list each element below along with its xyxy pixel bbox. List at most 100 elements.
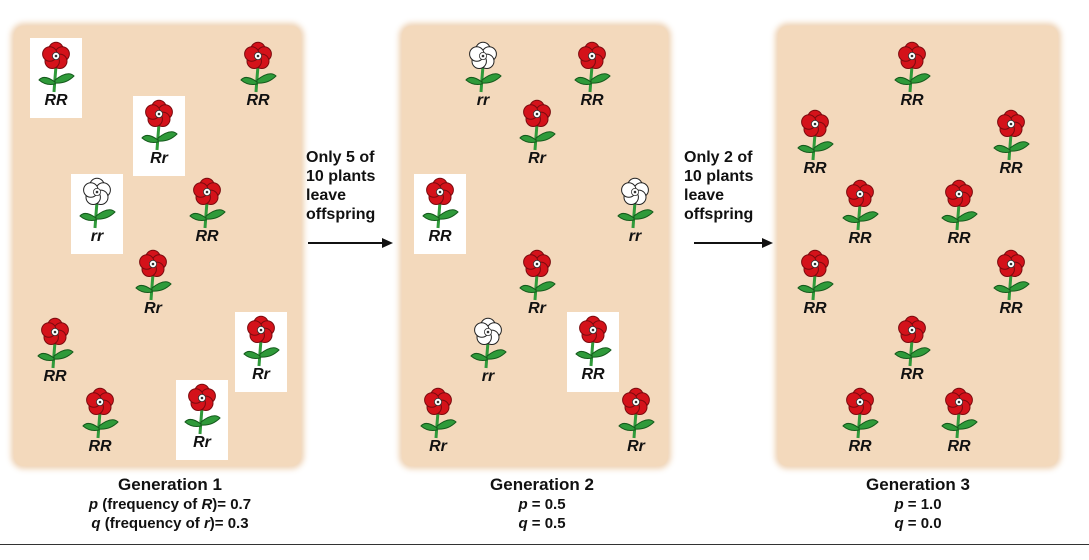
bottom-rule (0, 544, 1089, 545)
plant: Rr (133, 96, 185, 176)
genotype-label: RR (900, 366, 924, 383)
arrow-head-icon (762, 238, 773, 248)
plant: RR (834, 176, 886, 256)
generation-2-caption: Generation 2 p = 0.5 q = 0.5 (432, 474, 652, 533)
plant: RR (566, 38, 618, 118)
plant: Rr (176, 380, 228, 460)
arrow-line (308, 242, 384, 244)
plant: RR (181, 174, 233, 254)
genotype-label: rr (481, 368, 495, 385)
q-value: = 0.5 (527, 515, 566, 532)
arrow-line (694, 242, 764, 244)
plant: Rr (412, 384, 464, 464)
p-symbol: p (894, 496, 904, 513)
plant: Rr (127, 246, 179, 326)
plant: RR (30, 38, 82, 118)
plant: Rr (511, 96, 563, 176)
arrow-text-line: 10 plants (306, 168, 376, 185)
q-symbol: q (91, 515, 101, 532)
plant: Rr (235, 312, 287, 392)
arrow-text-line: offspring (306, 206, 376, 223)
plant: RR (29, 314, 81, 394)
q-symbol: q (518, 515, 528, 532)
arrow-head-icon (382, 238, 393, 248)
q-frequency: q = 0.5 (432, 514, 652, 533)
plant: RR (886, 38, 938, 118)
p-frequency: p (frequency of R)= 0.7 (30, 495, 310, 514)
genotype-label: RR (43, 368, 67, 385)
plant: rr (462, 314, 514, 394)
plant: RR (414, 174, 466, 254)
genotype-label: rr (476, 92, 490, 109)
plant: RR (789, 246, 841, 326)
genotype-label: RR (246, 92, 270, 109)
genotype-label: Rr (150, 150, 168, 167)
genotype-label: RR (88, 438, 112, 455)
genotype-label: Rr (429, 438, 447, 455)
generation-title: Generation 1 (118, 475, 222, 494)
plant: RR (933, 384, 985, 464)
p-value: )= 0.7 (212, 496, 252, 513)
plant: RR (789, 106, 841, 186)
p-symbol: p (518, 496, 528, 513)
genotype-label: Rr (252, 366, 270, 383)
q-frequency: q (frequency of r)= 0.3 (30, 514, 310, 533)
genotype-label: RR (999, 300, 1023, 317)
p-symbol: p (88, 496, 99, 513)
plant: RR (834, 384, 886, 464)
genotype-label: RR (44, 92, 68, 109)
plant: RR (933, 176, 985, 256)
plant: rr (71, 174, 123, 254)
genotype-label: Rr (528, 150, 546, 167)
plant: RR (985, 246, 1037, 326)
genotype-label: RR (803, 300, 827, 317)
genotype-label: RR (581, 366, 605, 383)
generation-1-caption: Generation 1 p (frequency of R)= 0.7 q (… (30, 474, 310, 533)
arrow-text-line: leave (306, 187, 347, 204)
plant: Rr (511, 246, 563, 326)
plant: RR (886, 312, 938, 392)
p-value: = 0.5 (527, 496, 566, 513)
arrow-text-line: Only 2 of (684, 149, 753, 166)
p-frequency: p = 0.5 (432, 495, 652, 514)
genotype-label: Rr (144, 300, 162, 317)
q-allele: r (203, 515, 210, 532)
genotype-label: RR (428, 228, 452, 245)
genotype-label: RR (848, 438, 872, 455)
plant: rr (609, 174, 661, 254)
selection-arrow-2-text: Only 2 of 10 plants leave offspring (684, 148, 776, 224)
generation-3-panel (778, 26, 1058, 466)
genotype-label: RR (947, 438, 971, 455)
generation-title: Generation 2 (490, 475, 594, 494)
plant: rr (457, 38, 509, 118)
plant: RR (232, 38, 284, 118)
arrow-text-line: offspring (684, 206, 754, 223)
genotype-label: Rr (193, 434, 211, 451)
q-symbol: q (894, 515, 904, 532)
p-frequency: p = 1.0 (808, 495, 1028, 514)
q-value: )= 0.3 (209, 515, 249, 532)
generation-title: Generation 3 (866, 475, 970, 494)
q-frequency: q = 0.0 (808, 514, 1028, 533)
genotype-label: Rr (627, 438, 645, 455)
genotype-label: RR (195, 228, 219, 245)
q-value: = 0.0 (903, 515, 942, 532)
genotype-label: RR (947, 230, 971, 247)
plant: RR (74, 384, 126, 464)
p-value: = 1.0 (903, 496, 942, 513)
genotype-label: Rr (528, 300, 546, 317)
arrow-text-line: leave (684, 187, 725, 204)
selection-arrow-1: Only 5 of 10 plants leave offspring (306, 148, 398, 248)
genotype-label: RR (803, 160, 827, 177)
p-text: (frequency of (98, 496, 202, 513)
plant: RR (985, 106, 1037, 186)
arrow-text-line: Only 5 of (306, 149, 375, 166)
genotype-label: rr (628, 228, 642, 245)
p-allele: R (201, 496, 213, 513)
genotype-label: RR (999, 160, 1023, 177)
plant: Rr (610, 384, 662, 464)
genotype-label: rr (90, 228, 104, 245)
genotype-label: RR (580, 92, 604, 109)
selection-arrow-1-text: Only 5 of 10 plants leave offspring (306, 148, 398, 224)
genotype-label: RR (848, 230, 872, 247)
